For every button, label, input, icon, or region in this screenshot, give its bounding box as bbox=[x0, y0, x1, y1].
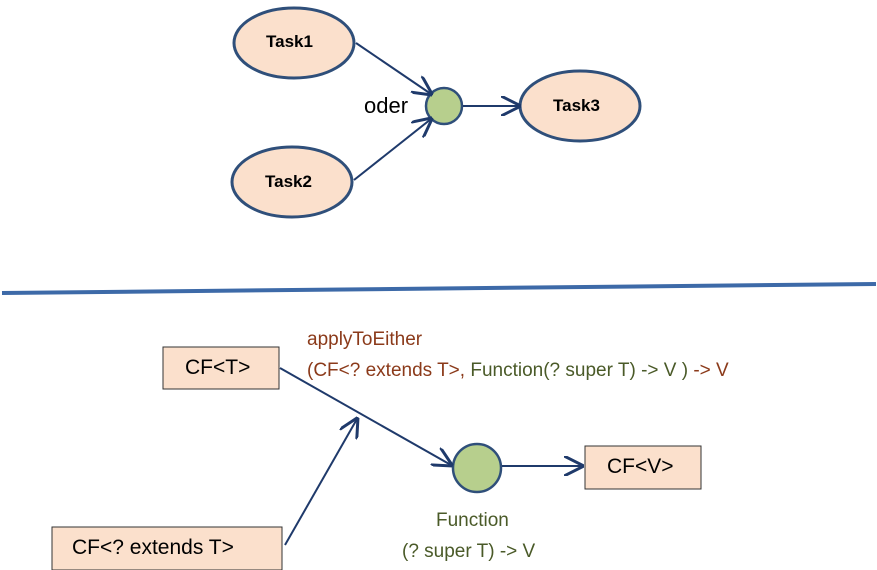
arrow-task2-to-junction bbox=[353, 119, 431, 181]
cf-v-label: CF<V> bbox=[607, 455, 674, 478]
task2-label: Task2 bbox=[265, 172, 312, 191]
task1-node bbox=[232, 6, 356, 80]
apply-to-either-signature: (CF<? extends T>, Function(? super T) ->… bbox=[307, 360, 729, 382]
arrow-cf-extends-t-to-line bbox=[284, 419, 357, 546]
task1-label: Task1 bbox=[266, 32, 313, 51]
cf-extends-t-box bbox=[51, 526, 283, 570]
signature-part2: Function(? super T) -> V ) bbox=[470, 360, 689, 381]
arrow-cf-t-to-junction bbox=[279, 367, 451, 465]
function-signature: (? super T) -> V bbox=[402, 541, 536, 562]
task2-node bbox=[230, 145, 354, 219]
apply-to-either-label: applyToEither bbox=[307, 329, 423, 350]
cf-t-label: CF<T> bbox=[185, 356, 251, 379]
cf-t-box bbox=[162, 346, 280, 390]
signature-part1: (CF<? extends T>, bbox=[307, 360, 471, 381]
cf-v-box bbox=[584, 445, 702, 490]
oder-label: oder bbox=[364, 93, 409, 118]
function-junction bbox=[451, 442, 503, 494]
signature-part3: -> V bbox=[688, 360, 729, 381]
arrow-task1-to-junction bbox=[355, 42, 431, 94]
task3-label: Task3 bbox=[553, 96, 600, 115]
cf-extends-t-label: CF<? extends T> bbox=[72, 536, 234, 559]
separator-line bbox=[1, 282, 877, 295]
function-label: Function bbox=[436, 510, 509, 531]
